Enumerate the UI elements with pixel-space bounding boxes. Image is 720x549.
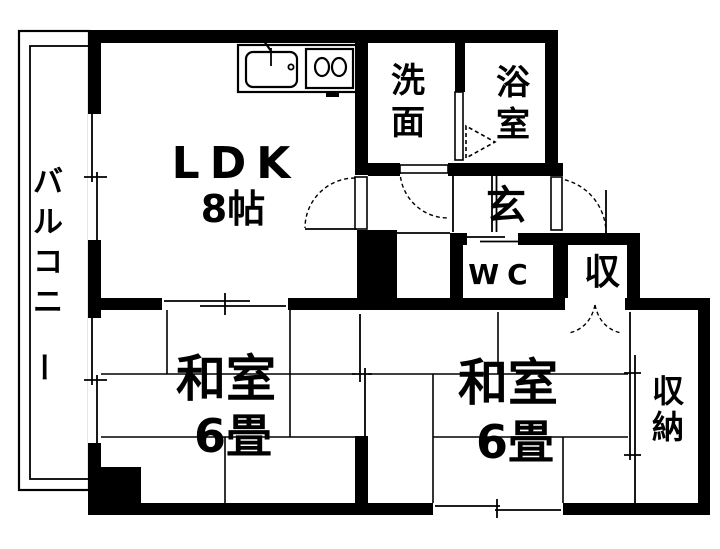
tatami-left-size-label: 6畳 — [194, 409, 272, 463]
balcony-window-lower-icon — [84, 318, 107, 443]
wall-ldk-east — [355, 30, 368, 175]
wall-wc-west — [450, 245, 463, 298]
wall-washroom-south-b — [448, 163, 563, 176]
tatami-left-room — [101, 310, 355, 503]
left-room-sliding-door-icon — [164, 293, 286, 315]
wall-step-block — [101, 467, 141, 503]
wall-right-lower — [698, 298, 710, 515]
ldk-label: LDK — [172, 138, 301, 189]
closet-label: 収納 — [652, 372, 684, 446]
washroom-door-icon — [399, 164, 449, 219]
entrance-floor-lines — [397, 176, 498, 234]
sink-icon — [244, 40, 299, 89]
kitchen-counter — [236, 40, 359, 97]
wc-label: WC — [468, 258, 535, 291]
stove-icon — [304, 47, 355, 97]
closet-doors-cut — [565, 298, 625, 310]
tatami-right-room — [368, 312, 628, 503]
closet-sliding-door-icon — [624, 312, 641, 503]
ldk-size-label: 8帖 — [201, 187, 265, 231]
wall-bottom-right — [563, 503, 710, 515]
bathroom-label: 浴室 — [496, 63, 531, 145]
window-symbols — [84, 114, 641, 518]
entrance-storage-label: 収 — [584, 252, 620, 293]
wall-top — [88, 30, 558, 43]
tatami-lines — [101, 310, 628, 503]
tatami-right-size-label: 6畳 — [476, 415, 554, 469]
wall-service-block — [357, 230, 397, 298]
entry-door-icon — [550, 176, 607, 234]
wall-bottom-left — [88, 503, 433, 515]
wall-right-upper — [545, 30, 558, 170]
wall-wc-east — [553, 245, 568, 298]
washroom-label: 洗面 — [391, 61, 425, 143]
walls — [88, 30, 710, 515]
wall-washroom-bath-divider — [455, 30, 465, 92]
wc-door-cut — [467, 233, 518, 245]
wall-entrance-storage-east — [627, 245, 640, 298]
tatami-right-label: 和室 — [458, 354, 558, 412]
balcony-label: バルコニー — [25, 165, 63, 382]
window-bottom-cut — [433, 503, 563, 515]
entrance-label: 玄 — [486, 183, 526, 229]
closet-double-doors-icon — [568, 304, 622, 334]
balcony-window-upper-icon — [84, 114, 107, 240]
ldk-door-icon — [304, 176, 368, 230]
wall-rooms-divider-lower — [355, 436, 368, 503]
bathroom-door-icon — [454, 91, 497, 161]
tatami-left-label: 和室 — [176, 350, 276, 408]
south-window-icon — [435, 499, 561, 518]
wall-left-upper — [88, 30, 101, 114]
wc-door-icon — [467, 236, 518, 243]
doors — [304, 91, 622, 334]
counter-outline — [236, 43, 359, 94]
room-labels: バルコニー LDK 8帖 洗面 浴室 玄 WC 収 和室 6畳 和室 6畳 収納 — [25, 61, 684, 469]
wall-left-lower — [88, 443, 101, 515]
wall-washroom-south-a — [368, 163, 400, 176]
